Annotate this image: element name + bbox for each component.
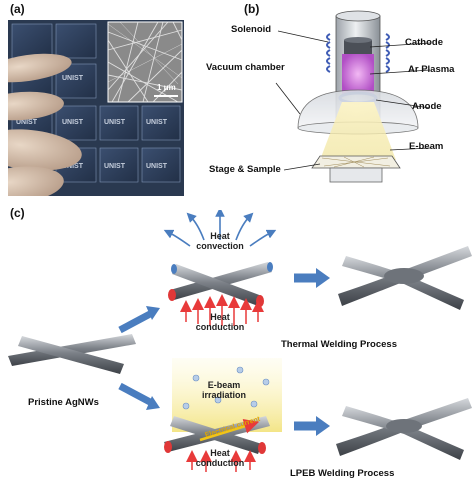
cathode bbox=[344, 40, 372, 54]
unist-logo-text: UNIST bbox=[62, 75, 84, 82]
unist-logo-text: UNIST bbox=[62, 163, 84, 170]
thermal-conduction-arrows bbox=[180, 294, 264, 326]
label-cathode: Cathode bbox=[405, 37, 443, 48]
ar-plasma bbox=[342, 54, 374, 94]
unist-logo-text: UNIST bbox=[146, 163, 168, 170]
lpeb-heat-conduction-label: Heat conduction bbox=[195, 448, 245, 468]
lpeb-result-arrow bbox=[294, 416, 330, 436]
scale-bar-label: 1 μm bbox=[157, 83, 176, 92]
welding-process-diagram bbox=[8, 210, 472, 472]
arrow-to-thermal bbox=[118, 310, 152, 334]
ebeam-drops bbox=[182, 366, 270, 410]
e-beam bbox=[320, 102, 396, 160]
thermal-result-arrow bbox=[294, 268, 330, 288]
panel-c-label: (c) bbox=[10, 206, 25, 220]
unist-logo-text: UNIST bbox=[62, 119, 84, 126]
lpeb-welding-process-label: LPEB Welding Process bbox=[290, 468, 395, 479]
thermal-welded-wire bbox=[338, 246, 472, 310]
ebeam-irradiation-label: E-beam irradiation bbox=[201, 380, 246, 400]
label-vacuum-chamber: Vacuum chamber bbox=[206, 62, 285, 73]
label-e-beam: E-beam bbox=[409, 141, 444, 152]
electrical-current-arrow bbox=[199, 419, 260, 442]
pristine-agnws-label: Pristine AgNWs bbox=[28, 397, 99, 408]
label-stage-sample: Stage & Sample bbox=[209, 164, 281, 175]
unist-logo-text: UNIST bbox=[16, 119, 38, 126]
sem-inset: 1 μm bbox=[107, 21, 183, 103]
thermal-wire-cross bbox=[168, 262, 273, 307]
unist-logo-text: UNIST bbox=[146, 119, 168, 126]
lpeb-apparatus-diagram bbox=[275, 10, 431, 183]
solenoid-coils bbox=[326, 33, 390, 73]
thermal-welding-process-label: Thermal Welding Process bbox=[281, 339, 397, 350]
label-anode: Anode bbox=[412, 101, 442, 112]
fingers-illustration bbox=[8, 53, 82, 196]
unist-logo-text: UNIST bbox=[104, 119, 126, 126]
panel-a-photo: UNIST UNIST UNIST UNIST UNIST UNIST UNIS… bbox=[8, 20, 184, 196]
pristine-agnw-cross bbox=[8, 334, 136, 374]
label-ar-plasma: Ar Plasma bbox=[408, 64, 455, 75]
panel-a-label: (a) bbox=[10, 2, 25, 16]
arrow-to-lpeb bbox=[118, 382, 152, 406]
thermal-heat-conduction-label: Heat conduction bbox=[195, 312, 245, 332]
thermal-convection-arrows bbox=[163, 210, 277, 247]
label-solenoid: Solenoid bbox=[231, 24, 272, 35]
unist-pattern-photo: UNIST UNIST UNIST UNIST UNIST UNIST UNIS… bbox=[8, 20, 184, 196]
unist-logo-text: UNIST bbox=[104, 163, 126, 170]
panel-b-label: (b) bbox=[244, 2, 260, 16]
lpeb-welded-wire bbox=[336, 398, 472, 460]
lpeb-conduction-arrows bbox=[186, 450, 256, 472]
sample bbox=[321, 156, 391, 168]
heat-convection-label: Heat convection bbox=[196, 231, 244, 251]
